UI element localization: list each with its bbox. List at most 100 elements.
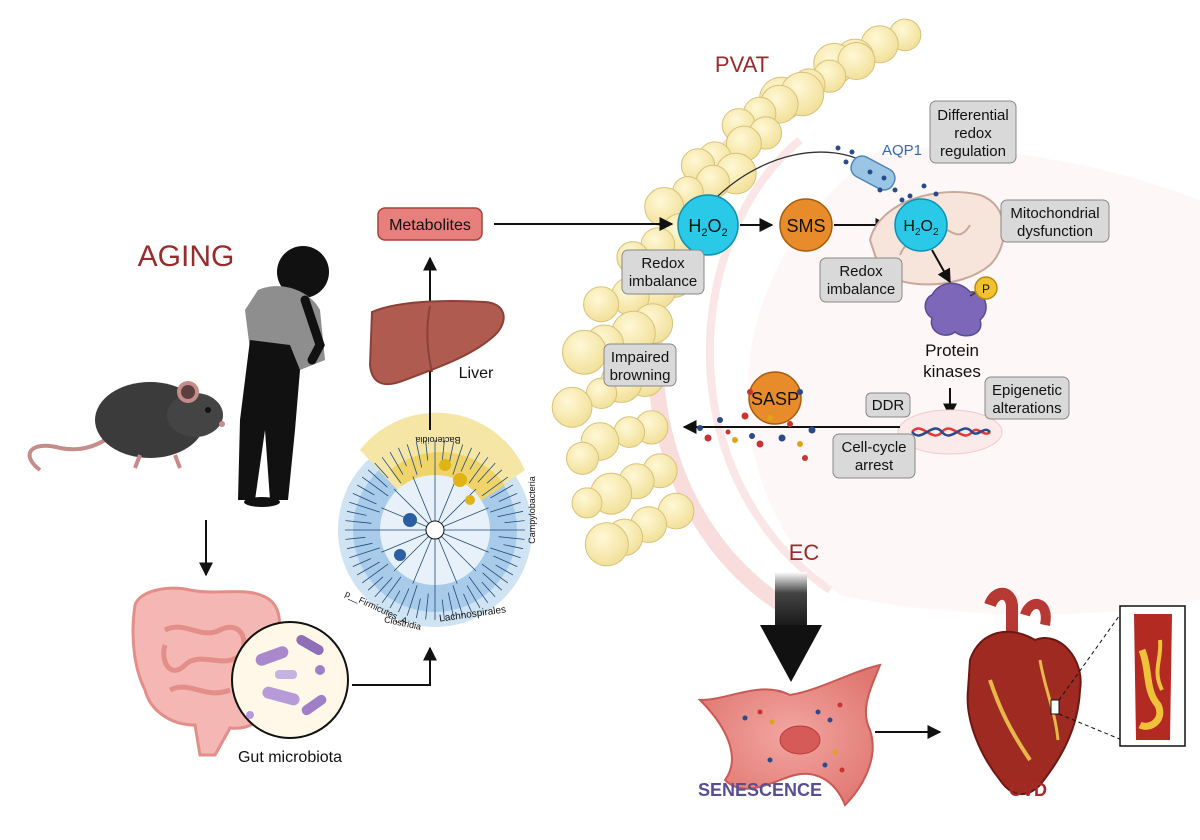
sms-node: SMS <box>779 198 833 252</box>
svg-text:Epigenetic: Epigenetic <box>992 382 1063 399</box>
cladogram-branch <box>477 462 496 483</box>
cladogram-branch <box>374 577 393 598</box>
cladogram-branch <box>381 529 436 553</box>
cladogram-branch <box>463 593 472 613</box>
svg-text:H2O2: H2O2 <box>903 218 939 238</box>
svg-text:regulation: regulation <box>940 143 1006 160</box>
cladogram-branch <box>469 451 481 470</box>
box-cell-cycle-arrest: Cell-cycle arrest <box>832 433 916 479</box>
sms-label: SMS <box>786 216 825 236</box>
artery-inset <box>1119 605 1186 747</box>
cladogram-branch <box>356 561 380 576</box>
cladogram-branch <box>498 536 525 540</box>
box-epigenetic-alterations: Epigenetic alterations <box>984 376 1070 420</box>
adipocyte <box>837 42 876 80</box>
cladogram-branch <box>452 585 464 616</box>
mouse-illustration <box>27 381 225 472</box>
sasp-factor-dots <box>697 389 816 461</box>
cladogram-branch <box>393 488 436 531</box>
cladogram-branch <box>481 563 509 584</box>
svg-text:Differential: Differential <box>937 107 1008 124</box>
ec-label: EC <box>789 540 820 565</box>
cladogram-branch <box>398 447 407 467</box>
box-redox-imbalance-right: Redox imbalance <box>819 257 903 303</box>
tree-label-bacteroidia: Bacteroidia <box>415 435 460 445</box>
cladogram-branch <box>345 536 366 540</box>
svg-text:browning: browning <box>610 367 671 384</box>
svg-text:alterations: alterations <box>992 400 1061 417</box>
adipocyte <box>562 329 607 375</box>
phospho-label: P <box>982 282 990 296</box>
phylogenetic-cladogram: Lachnospirales Clostridia p__Firmicutes_… <box>338 412 537 632</box>
adipocyte <box>584 522 629 567</box>
cladogram-branch <box>425 593 429 620</box>
cladogram-branch <box>415 598 421 619</box>
sasp-label: SASP <box>751 389 799 409</box>
cladogram-branch <box>389 590 401 609</box>
cladogram-branch <box>374 462 389 479</box>
svg-text:DDR: DDR <box>872 397 905 414</box>
liver-illustration <box>368 300 505 386</box>
big-down-arrow <box>760 572 822 682</box>
cladogram-branch <box>468 456 489 484</box>
cladogram-branch <box>434 476 458 531</box>
aqp1-channel <box>850 155 896 191</box>
h2o2-node-main: H2O2 <box>677 194 739 256</box>
cladogram-branch <box>490 484 514 499</box>
box-ddr: DDR <box>865 392 911 418</box>
cladogram-branch <box>415 441 423 468</box>
liver-label: Liver <box>459 365 494 382</box>
aging-title: AGING <box>138 240 235 273</box>
dna-helix <box>897 409 1003 455</box>
cladogram-branch <box>434 529 477 572</box>
gut-microbiota-inset <box>231 621 349 739</box>
box-redox-imbalance-left: Redox imbalance <box>621 249 705 295</box>
cladogram-branch <box>481 476 509 497</box>
cladogram-branch <box>349 547 380 559</box>
svg-text:Redox: Redox <box>641 255 685 272</box>
cladogram-branch <box>406 444 418 475</box>
cladogram-branch <box>441 599 445 620</box>
cladogram-branch <box>466 585 481 609</box>
cladogram-branch <box>361 563 389 584</box>
pvat-label: PVAT <box>715 52 769 77</box>
cladogram-branch <box>381 576 402 604</box>
svg-text:dysfunction: dysfunction <box>1017 223 1093 240</box>
cladogram-branch <box>503 544 524 550</box>
cladogram-branch <box>449 441 455 462</box>
cladogram-branch <box>361 476 389 497</box>
cladogram-branch <box>352 558 372 567</box>
cladogram-branch <box>393 529 436 572</box>
arrow-h2o2-to-kinases <box>931 249 951 284</box>
cladogram-branch <box>398 588 410 613</box>
cladogram-branch <box>425 440 429 461</box>
svg-text:Impaired: Impaired <box>611 349 669 366</box>
svg-text:Cell-cycle: Cell-cycle <box>841 439 906 456</box>
sasp-node: SASP <box>748 371 802 425</box>
protein-kinases-label-line1: Protein <box>925 341 979 360</box>
cladogram-branch <box>486 469 503 484</box>
adipocyte <box>566 441 599 475</box>
cladogram-branch <box>434 529 489 553</box>
svg-text:Mitochondrial: Mitochondrial <box>1010 205 1099 222</box>
senescent-cell-illustration <box>697 663 882 807</box>
box-impaired-browning: Impaired browning <box>603 343 677 387</box>
box-differential-redox: Differential redox regulation <box>929 100 1017 164</box>
cladogram-branch <box>346 510 367 516</box>
svg-text:redox: redox <box>954 125 992 142</box>
protein-kinase-illustration: P <box>924 276 998 337</box>
gut-microbiota-label: Gut microbiota <box>238 749 342 766</box>
cladogram-branch <box>490 501 521 513</box>
cladogram-branch <box>412 529 436 584</box>
svg-text:arrest: arrest <box>855 457 894 474</box>
cladogram-branch <box>447 592 455 619</box>
svg-text:imbalance: imbalance <box>629 273 697 290</box>
cladogram-branch <box>367 469 388 488</box>
cladogram-branch <box>434 507 489 531</box>
cladogram-branch <box>381 456 402 484</box>
h2o2-node-mitochondrial: H2O2 <box>894 198 948 252</box>
metabolites-label: Metabolites <box>389 217 471 234</box>
adipocyte <box>551 386 593 428</box>
cladogram-branch <box>468 576 489 604</box>
arrow-gut-to-tree <box>352 646 437 686</box>
